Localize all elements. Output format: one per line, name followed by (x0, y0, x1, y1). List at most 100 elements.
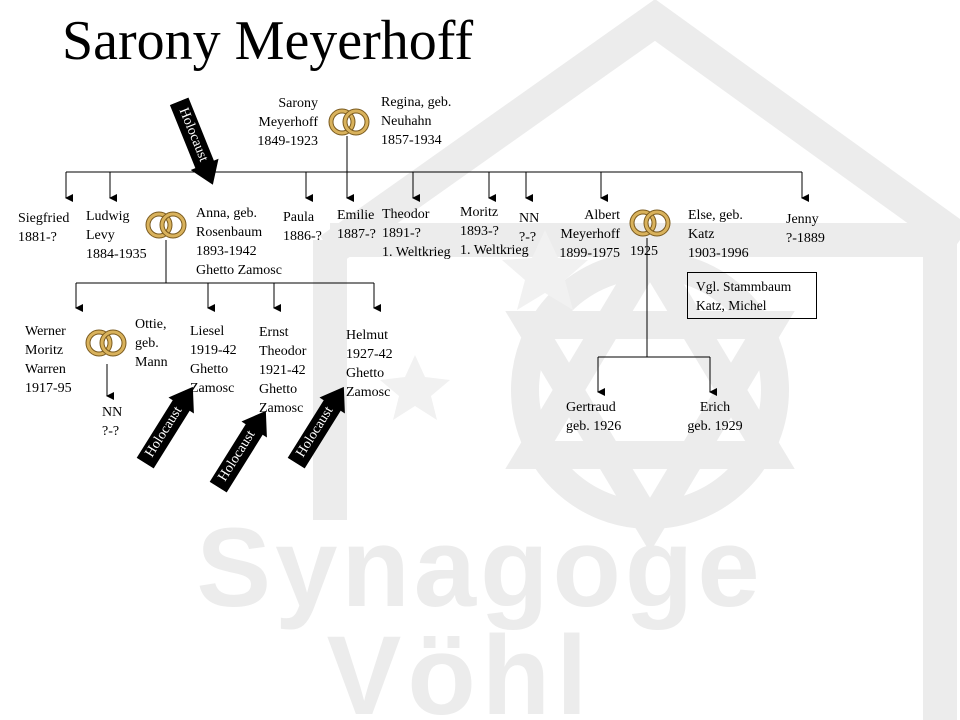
holocaust-arrow-helmut: Holocaust (283, 379, 356, 471)
person-name: Paula (283, 210, 315, 225)
person-paula: Paula 1886-? (283, 208, 322, 246)
person-else: Else, geb. Katz 1903-1996 (688, 206, 749, 263)
person-regina: Regina, geb. Neuhahn 1857-1934 (381, 93, 451, 150)
person-name: Helmut (346, 328, 388, 343)
person-note: 1. Weltkrieg (382, 245, 451, 260)
person-jenny: Jenny ?-1889 (786, 210, 825, 248)
person-name: Moritz (460, 205, 499, 220)
person-dates: 1857-1934 (381, 133, 442, 148)
holocaust-arrow-ernst: Holocaust (205, 403, 278, 495)
person-emilie: Emilie 1887-? (337, 206, 376, 244)
person-place: Ghetto (346, 366, 385, 381)
watermark-text-synagoge: Synagoge (196, 505, 764, 630)
person-sarony: Sarony Meyerhoff 1849-1923 (240, 94, 318, 151)
person-name: NN (102, 405, 123, 420)
person-name: Ernst (259, 325, 289, 340)
person-anna: Anna, geb. Rosenbaum 1893-1942 Ghetto Za… (196, 204, 282, 280)
page-title: Sarony Meyerhoff (62, 10, 474, 72)
person-name: Regina, geb. (381, 95, 452, 110)
person-name: Rosenbaum (196, 225, 263, 240)
person-place: Zamosc (346, 385, 391, 400)
person-ottie: Ottie, geb. Mann (135, 315, 168, 372)
person-dates: geb. 1926 (566, 419, 622, 434)
person-werner: Werner Moritz Warren 1917-95 (25, 322, 72, 398)
person-name: NN (519, 211, 540, 226)
thick-arrow-icon (136, 386, 194, 469)
person-moritz: Moritz 1893-? 1. Weltkrieg (460, 203, 529, 260)
person-place: Ghetto Zamosc (196, 263, 282, 278)
person-ernst: Ernst Theodor 1921-42 Ghetto Zamosc (259, 323, 306, 418)
person-dates: 1893-? (460, 224, 499, 239)
person-name: Jenny (786, 212, 819, 227)
person-dates: ?-? (519, 230, 537, 245)
person-name: Warren (25, 362, 66, 377)
person-helmut: Helmut 1927-42 Ghetto Zamosc (346, 326, 393, 402)
person-name: Meyerhoff (258, 115, 318, 130)
holocaust-arrow-liesel: Holocaust (132, 379, 205, 471)
person-name: Anna, geb. (196, 206, 258, 221)
person-name: Theodor (259, 344, 307, 359)
person-gertraud: Gertraud geb. 1926 (566, 398, 621, 436)
person-dates: 1884-1935 (86, 247, 147, 262)
wedding-rings-icon (629, 209, 671, 237)
person-dates: 1921-42 (259, 363, 306, 378)
person-name: Sarony (278, 96, 318, 111)
person-dates: 1927-42 (346, 347, 393, 362)
person-place: Ghetto (259, 382, 298, 397)
person-name: Theodor (382, 207, 430, 222)
person-name: Erich (699, 400, 731, 415)
person-erich: Erich geb. 1929 (675, 398, 755, 436)
person-name: Moritz (25, 343, 64, 358)
watermark-text-voehl: Vöhl (326, 613, 594, 720)
person-name: Mann (135, 355, 168, 370)
person-name: Gertraud (566, 400, 616, 415)
person-werner-child-nn: NN ?-? (102, 403, 122, 441)
person-name: Ludwig (86, 209, 130, 224)
thick-arrow-icon (169, 97, 219, 185)
watermark-star-down (505, 311, 795, 553)
person-albert: Albert Meyerhoff 1899-1975 (540, 206, 620, 263)
thick-arrow-icon (209, 410, 267, 493)
person-dates: 1903-1996 (688, 246, 749, 261)
wedding-rings-icon (145, 211, 187, 239)
watermark-star-small-2 (380, 355, 450, 420)
person-name: Ottie, (135, 317, 167, 332)
watermark-star-up (505, 227, 795, 469)
person-place: Ghetto (190, 362, 229, 377)
reference-line: Vgl. Stammbaum (696, 279, 792, 294)
person-name: Albert (584, 208, 620, 223)
person-name: Werner (25, 324, 66, 339)
person-name: Liesel (190, 324, 225, 339)
person-note: 1. Weltkrieg (460, 243, 529, 258)
person-ludwig: Ludwig Levy 1884-1935 (86, 207, 147, 264)
person-dates: geb. 1929 (687, 419, 743, 434)
thick-arrow-icon (287, 386, 345, 469)
person-place: Zamosc (190, 381, 235, 396)
person-liesel: Liesel 1919-42 Ghetto Zamosc (190, 322, 237, 398)
person-name: Meyerhoff (560, 227, 620, 242)
watermark-roof (320, 0, 960, 264)
person-name: Emilie (337, 208, 375, 223)
holocaust-arrow-anna: Holocaust (165, 96, 227, 191)
person-siegfried: Siegfried 1881-? (18, 209, 69, 247)
person-name: Siegfried (18, 211, 70, 226)
person-nn: NN ?-? (519, 209, 539, 247)
person-dates: 1886-? (283, 229, 322, 244)
person-dates: 1919-42 (190, 343, 237, 358)
person-name: Neuhahn (381, 114, 432, 129)
person-dates: 1891-? (382, 226, 421, 241)
person-dates: ?-? (102, 424, 120, 439)
reference-box: Vgl. Stammbaum Katz, Michel (687, 272, 817, 319)
watermark-star-small (502, 230, 588, 310)
person-dates: 1917-95 (25, 381, 72, 396)
wedding-rings-icon (328, 108, 370, 136)
person-name: geb. (135, 336, 159, 351)
person-dates: 1899-1975 (559, 246, 620, 261)
person-dates: 1849-1923 (257, 134, 318, 149)
person-dates: ?-1889 (786, 231, 825, 246)
person-name: Else, geb. (688, 208, 743, 223)
marriage-year: 1925 (630, 244, 658, 259)
